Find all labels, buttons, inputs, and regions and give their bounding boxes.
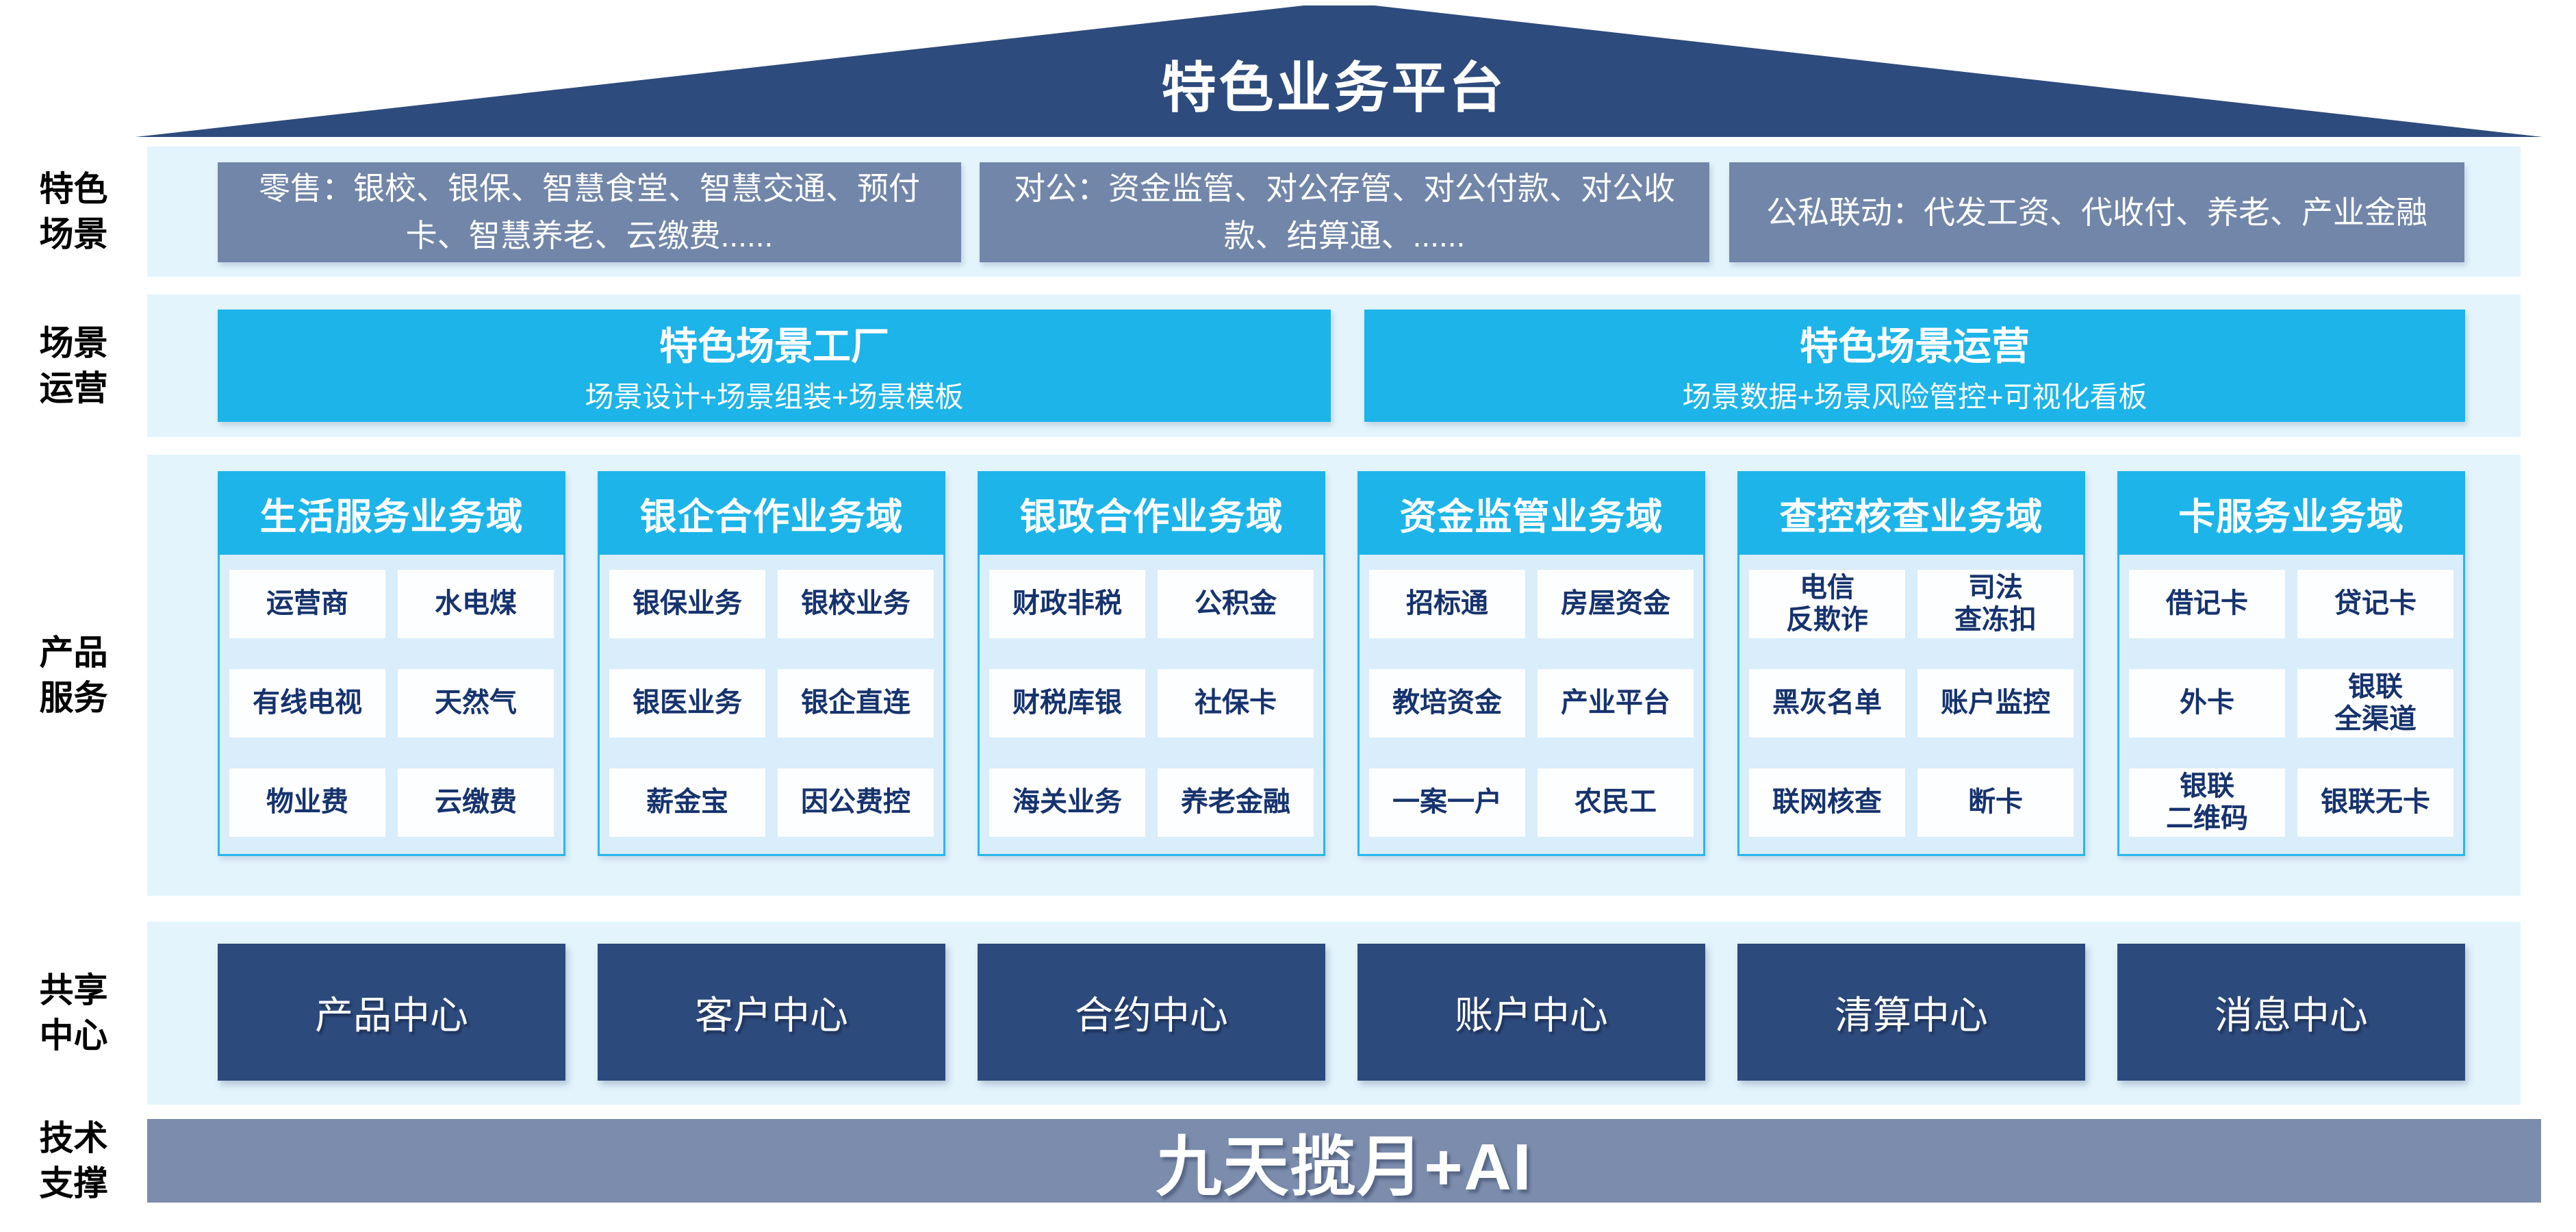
product-column-body: 借记卡 贷记卡 外卡 银联 全渠道 银联 二维码 银联无卡: [2117, 555, 2465, 856]
product-item: 银联无卡: [2297, 768, 2453, 837]
product-item: 教培资金: [1369, 669, 1525, 738]
center-box-product: 产品中心: [218, 944, 565, 1081]
product-item: 招标通: [1369, 570, 1525, 638]
product-column-bank-government: 银政合作业务域 财政非税 公积金 财税库银 社保卡 海关业务 养老金融: [978, 471, 1325, 856]
product-item: 海关业务: [989, 768, 1145, 837]
product-item: 云缴费: [398, 768, 554, 837]
product-column-life: 生活服务业务域 运营商 水电煤 有线电视 天然气 物业费 云缴费: [218, 471, 565, 856]
product-item: 公积金: [1158, 570, 1314, 638]
product-column-header: 查控核查业务域: [1737, 471, 2085, 555]
product-item: 银联 二维码: [2129, 768, 2285, 837]
product-item: 一案一户: [1369, 768, 1525, 837]
page-title: 特色业务平台: [1161, 58, 1507, 118]
scene-operation-subtitle: 场景数据+场景风险管控+可视化看板: [1682, 380, 2147, 413]
product-column-header: 银企合作业务域: [598, 471, 945, 555]
center-box-account: 账户中心: [1357, 944, 1705, 1081]
side-label-operation: 场景 运营: [39, 324, 108, 407]
product-item: 借记卡: [2129, 570, 2285, 638]
side-label-tech: 技术 支撑: [39, 1119, 108, 1203]
product-column-card-service: 卡服务业务域 借记卡 贷记卡 外卡 银联 全渠道 银联 二维码 银联无卡: [2117, 471, 2465, 856]
product-item: 银企直连: [778, 669, 934, 738]
product-item: 账户监控: [1917, 669, 2074, 738]
product-item: 贷记卡: [2297, 570, 2453, 638]
center-box-customer: 客户中心: [598, 944, 945, 1081]
product-item: 断卡: [1917, 768, 2074, 837]
product-item: 银保业务: [609, 570, 765, 638]
product-item: 联网核查: [1749, 768, 1905, 837]
product-item: 有线电视: [229, 669, 385, 738]
product-column-header: 卡服务业务域: [2117, 471, 2465, 555]
product-item: 产业平台: [1538, 669, 1694, 738]
scene-operation-title: 特色场景运营: [1800, 325, 2030, 368]
scene-operation-box: 特色场景运营 场景数据+场景风险管控+可视化看板: [1364, 310, 2465, 422]
product-column-body: 财政非税 公积金 财税库银 社保卡 海关业务 养老金融: [978, 555, 1325, 856]
scene-factory-title: 特色场景工厂: [659, 325, 889, 368]
scene-box-retail: 零售：银校、银保、智慧食堂、智慧交通、预付卡、智慧养老、云缴费......: [218, 162, 961, 262]
product-item: 财政非税: [989, 570, 1145, 638]
product-column-header: 银政合作业务域: [978, 471, 1325, 555]
product-item: 外卡: [2129, 669, 2285, 738]
product-column-inquiry-control: 查控核查业务域 电信 反欺诈 司法 查冻扣 黑灰名单 账户监控 联网核查 断卡: [1737, 471, 2085, 856]
scene-box-linkage: 公私联动：代发工资、代收付、养老、产业金融: [1729, 162, 2464, 262]
center-box-message: 消息中心: [2117, 944, 2465, 1081]
product-item: 农民工: [1538, 768, 1694, 837]
product-item: 养老金融: [1158, 768, 1314, 837]
product-item: 银联 全渠道: [2297, 669, 2453, 738]
product-column-bank-enterprise: 银企合作业务域 银保业务 银校业务 银医业务 银企直连 薪金宝 因公费控: [598, 471, 945, 856]
product-item: 水电煤: [398, 570, 554, 638]
product-column-header: 生活服务业务域: [218, 471, 565, 555]
product-item: 社保卡: [1158, 669, 1314, 738]
product-column-fund-supervision: 资金监管业务域 招标通 房屋资金 教培资金 产业平台 一案一户 农民工: [1357, 471, 1705, 856]
product-item: 银校业务: [778, 570, 934, 638]
center-box-clearing: 清算中心: [1737, 944, 2085, 1081]
product-column-body: 银保业务 银校业务 银医业务 银企直连 薪金宝 因公费控: [598, 555, 945, 856]
product-column-body: 运营商 水电煤 有线电视 天然气 物业费 云缴费: [218, 555, 565, 856]
product-item: 房屋资金: [1538, 570, 1694, 638]
product-item: 财税库银: [989, 669, 1145, 738]
product-item: 天然气: [398, 669, 554, 738]
side-label-scene: 特色 场景: [39, 170, 108, 253]
product-column-body: 电信 反欺诈 司法 查冻扣 黑灰名单 账户监控 联网核查 断卡: [1737, 555, 2085, 856]
product-item: 司法 查冻扣: [1917, 570, 2074, 638]
product-item: 黑灰名单: [1749, 669, 1905, 738]
product-item: 因公费控: [778, 768, 934, 837]
tech-support-banner: 九天揽月+AI: [147, 1119, 2541, 1204]
product-column-header: 资金监管业务域: [1357, 471, 1705, 555]
product-column-body: 招标通 房屋资金 教培资金 产业平台 一案一户 农民工: [1357, 555, 1705, 856]
roof-shape: [136, 5, 2542, 137]
scene-box-corporate: 对公：资金监管、对公存管、对公付款、对公收款、结算通、......: [980, 162, 1709, 262]
center-box-contract: 合约中心: [978, 944, 1325, 1081]
side-label-product: 产品 服务: [39, 633, 108, 717]
scene-factory-box: 特色场景工厂 场景设计+场景组装+场景模板: [218, 310, 1331, 422]
product-item: 电信 反欺诈: [1749, 570, 1905, 638]
product-item: 薪金宝: [609, 768, 765, 837]
product-item: 银医业务: [609, 669, 765, 738]
side-label-center: 共享 中心: [39, 971, 108, 1055]
scene-factory-subtitle: 场景设计+场景组装+场景模板: [585, 380, 964, 413]
product-item: 运营商: [229, 570, 385, 638]
product-item: 物业费: [229, 768, 385, 837]
